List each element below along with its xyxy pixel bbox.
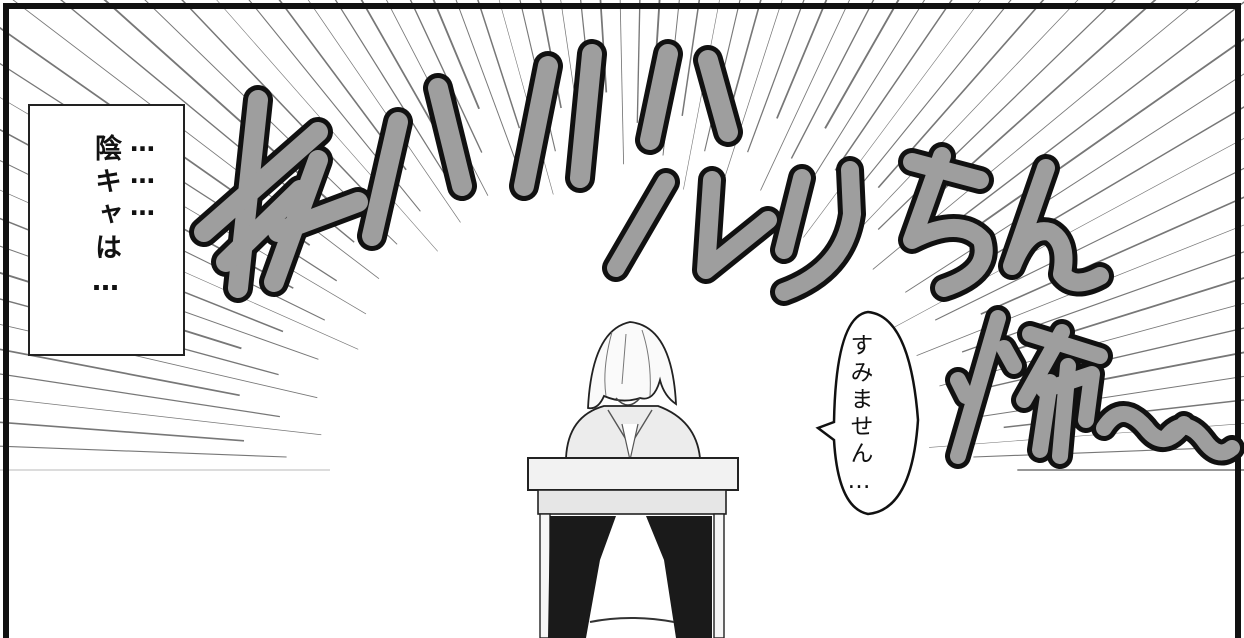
speed-line bbox=[103, 0, 333, 205]
speed-line bbox=[790, 0, 875, 159]
caption-box: ……… 陰キャは… bbox=[28, 104, 185, 356]
hair bbox=[587, 321, 677, 410]
speed-line bbox=[619, 0, 625, 165]
speed-line bbox=[144, 0, 398, 245]
speed-line bbox=[455, 0, 521, 172]
speed-line bbox=[0, 298, 279, 376]
speed-line bbox=[824, 0, 900, 129]
speed-line bbox=[834, 0, 953, 171]
speed-line bbox=[728, 0, 762, 115]
speed-line bbox=[1007, 277, 1244, 353]
speed-line bbox=[477, 0, 521, 129]
speed-line bbox=[961, 251, 1244, 353]
speed-line bbox=[934, 167, 1244, 321]
sfx-kowai bbox=[945, 305, 1244, 469]
speed-line bbox=[958, 37, 1244, 240]
student-illustration bbox=[527, 321, 739, 638]
speed-line bbox=[432, 0, 480, 110]
speed-line bbox=[914, 1, 1244, 254]
speed-line bbox=[248, 0, 421, 212]
speech-bubble bbox=[815, 310, 920, 516]
speed-line bbox=[776, 0, 828, 119]
speed-line bbox=[334, 0, 450, 181]
speed-line bbox=[799, 0, 926, 199]
caption-line: ……… bbox=[128, 128, 157, 224]
panel-border bbox=[3, 3, 1241, 638]
desk-leg bbox=[713, 513, 725, 638]
speed-line bbox=[0, 348, 240, 397]
trousers bbox=[548, 516, 616, 638]
speed-line bbox=[838, 0, 1079, 252]
speed-line bbox=[636, 0, 641, 123]
speed-line bbox=[683, 0, 720, 190]
speed-line bbox=[278, 0, 407, 171]
speed-line bbox=[1030, 351, 1244, 395]
speed-line bbox=[360, 0, 441, 138]
speed-line bbox=[681, 0, 701, 117]
speed-line bbox=[919, 0, 1157, 212]
speed-line bbox=[599, 0, 608, 93]
speed-line bbox=[0, 397, 322, 436]
speed-line bbox=[0, 421, 245, 442]
caption-line: 陰キャは… bbox=[90, 134, 121, 303]
sfx-rurichin bbox=[602, 142, 1114, 306]
speed-line bbox=[877, 0, 1045, 189]
sfx-kyahahaha bbox=[189, 39, 743, 303]
speech-bubble-text: すみません… bbox=[846, 333, 872, 498]
speed-line bbox=[872, 0, 1200, 270]
trousers bbox=[646, 516, 712, 638]
speed-line bbox=[760, 0, 850, 191]
speed-line bbox=[747, 0, 805, 153]
desk-top bbox=[527, 457, 739, 491]
speed-line bbox=[721, 0, 783, 188]
speed-line bbox=[560, 0, 588, 178]
speed-line bbox=[0, 445, 287, 458]
speed-line bbox=[839, 0, 1012, 212]
speed-line bbox=[0, 373, 280, 418]
speed-line bbox=[539, 0, 562, 109]
